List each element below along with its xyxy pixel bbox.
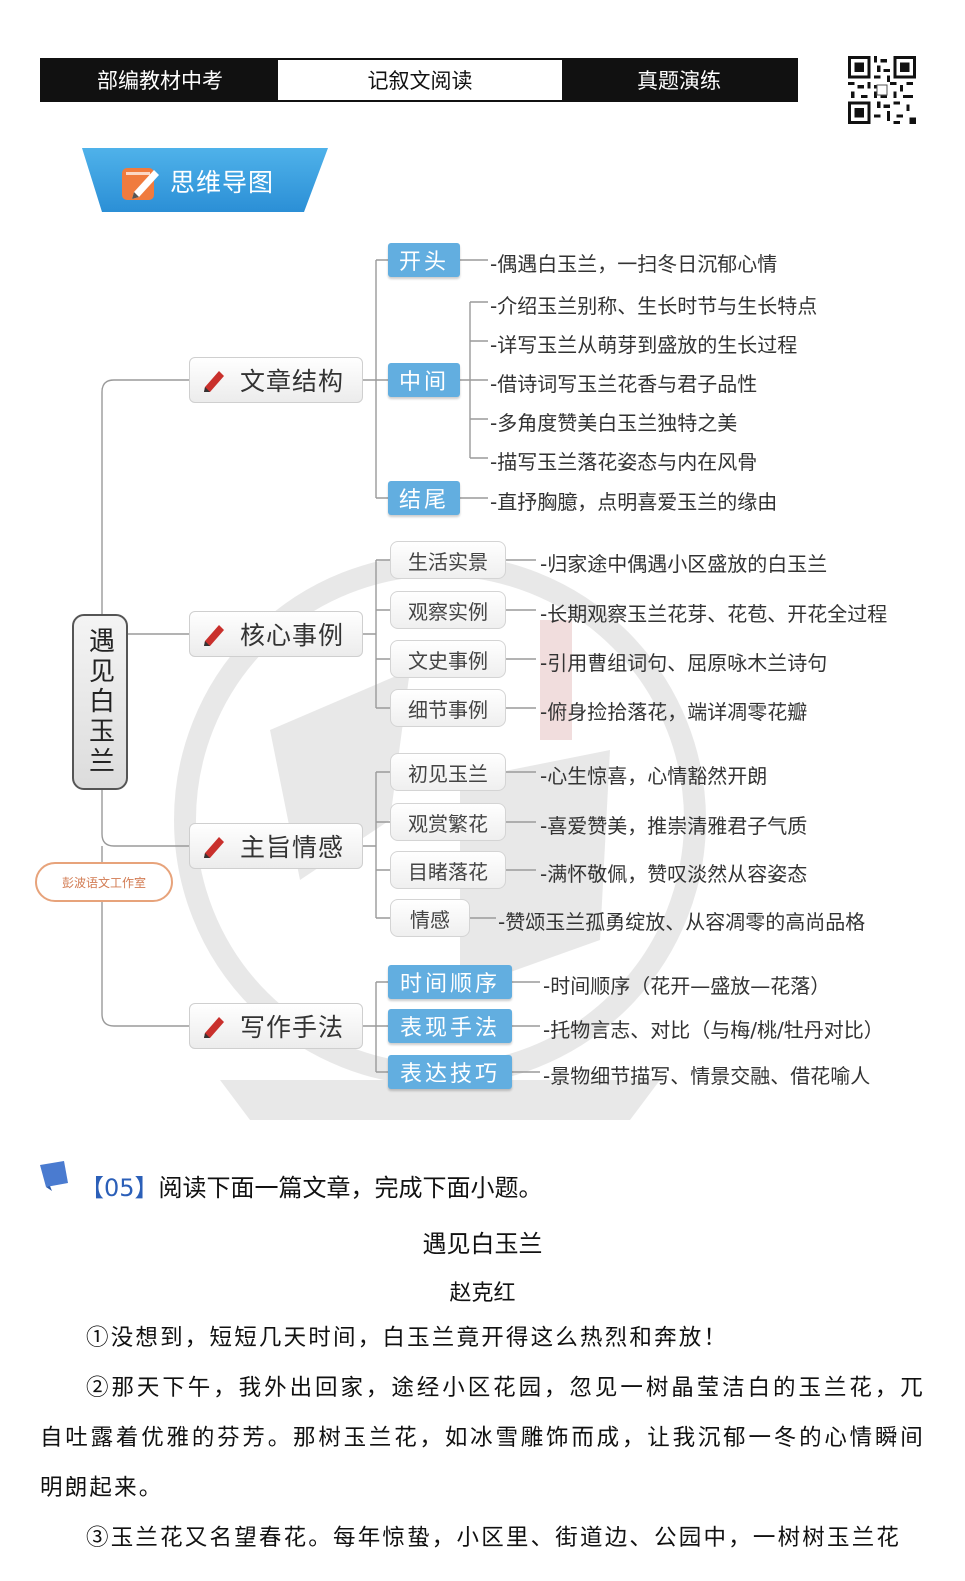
article-paragraph-3: ③玉兰花又名望春花。每年惊蛰，小区里、街道边、公园中，一树树玉兰花 xyxy=(86,1525,902,1551)
leaf-end-1: -直抒胸臆，点明喜爱玉兰的缘由 xyxy=(490,490,778,514)
article-paragraph-1: ①没想到，短短几天时间，白玉兰竟开得这么热烈和奔放！ xyxy=(86,1325,729,1351)
leaf-start-1: -偶遇白玉兰，一扫冬日沉郁心情 xyxy=(490,252,778,276)
pencil-icon xyxy=(204,371,224,392)
studio-stamp: 彭波语文工作室 xyxy=(35,862,173,902)
article-title: 遇见白玉兰 xyxy=(422,1230,543,1258)
node-start: 开头 xyxy=(388,243,460,277)
node-event-4: 细节事例 xyxy=(390,689,506,727)
node-technique-1: 时间顺序 xyxy=(388,965,512,999)
node-technique-3: 表达技巧 xyxy=(388,1055,512,1089)
node-event-3: 文史事例 xyxy=(390,640,506,678)
header-left: 部编教材中考 xyxy=(42,60,278,100)
node-event-2: 观察实例 xyxy=(390,591,506,629)
question-line: 【05】阅读下面一篇文章，完成下面小题。 xyxy=(80,1168,543,1203)
question-flag-icon xyxy=(40,1161,68,1191)
category-emotion: 主旨情感 xyxy=(189,823,363,869)
node-event-1: 生活实景 xyxy=(390,541,506,579)
node-end: 结尾 xyxy=(388,481,460,515)
leaf-middle-3: -借诗词写玉兰花香与君子品性 xyxy=(490,372,758,396)
leaf-event-2: -长期观察玉兰花芽、花苞、开花全过程 xyxy=(540,602,888,626)
node-emotion-1: 初见玉兰 xyxy=(390,753,506,791)
question-prompt: 阅读下面一篇文章，完成下面小题。 xyxy=(158,1174,543,1202)
article-author: 赵克红 xyxy=(449,1281,516,1306)
pencil-icon xyxy=(204,1017,224,1038)
mindmap-title: 思维导图 xyxy=(170,168,275,197)
leaf-technique-1: -时间顺序（花开—盛放—花落） xyxy=(543,974,831,998)
leaf-event-1: -归家途中偶遇小区盛放的白玉兰 xyxy=(540,552,828,576)
leaf-middle-4: -多角度赞美白玉兰独特之美 xyxy=(490,411,738,435)
leaf-event-4: -俯身捡拾落花，端详凋零花瓣 xyxy=(540,700,808,724)
node-emotion-2: 观赏繁花 xyxy=(390,803,506,841)
leaf-event-3: -引用曹组词句、屈原咏木兰诗句 xyxy=(540,651,828,675)
question-number: 【05】 xyxy=(80,1174,159,1202)
leaf-emotion-4: -赞颂玉兰孤勇绽放、从容凋零的高尚品格 xyxy=(498,910,866,934)
leaf-emotion-2: -喜爱赞美，推崇清雅君子气质 xyxy=(540,814,808,838)
leaf-middle-1: -介绍玉兰别称、生长时节与生长特点 xyxy=(490,294,818,318)
leaf-middle-5: -描写玉兰落花姿态与内在风骨 xyxy=(490,450,758,474)
mindmap-root-node: 遇见白玉兰 xyxy=(72,614,128,790)
node-technique-2: 表现手法 xyxy=(388,1009,512,1043)
node-emotion-4: 情感 xyxy=(390,899,470,937)
header-right: 真题演练 xyxy=(562,60,796,100)
node-middle: 中间 xyxy=(388,363,460,397)
pencil-icon xyxy=(204,625,224,646)
leaf-middle-2: -详写玉兰从萌芽到盛放的生长过程 xyxy=(490,333,798,357)
leaf-emotion-1: -心生惊喜，心情豁然开朗 xyxy=(540,764,768,788)
leaf-technique-3: -景物细节描写、情景交融、借花喻人 xyxy=(543,1064,871,1088)
qr-code-icon xyxy=(848,56,916,124)
category-technique: 写作手法 xyxy=(189,1003,363,1049)
header-middle: 记叙文阅读 xyxy=(278,60,562,100)
leaf-emotion-3: -满怀敬佩，赞叹淡然从容姿态 xyxy=(540,862,808,886)
category-events: 核心事例 xyxy=(189,611,363,657)
article-paragraph-2: ②那天下午，我外出回家，途经小区花园，忽见一树晶莹洁白的玉兰花，兀自吐露着优雅的… xyxy=(40,1375,925,1501)
pencil-icon xyxy=(204,837,224,858)
header-bar: 部编教材中考 记叙文阅读 真题演练 xyxy=(40,58,798,102)
note-pencil-icon xyxy=(122,168,159,200)
node-emotion-3: 目睹落花 xyxy=(390,851,506,889)
leaf-technique-2: -托物言志、对比（与梅/桃/牡丹对比） xyxy=(543,1018,884,1042)
category-structure: 文章结构 xyxy=(189,357,363,403)
